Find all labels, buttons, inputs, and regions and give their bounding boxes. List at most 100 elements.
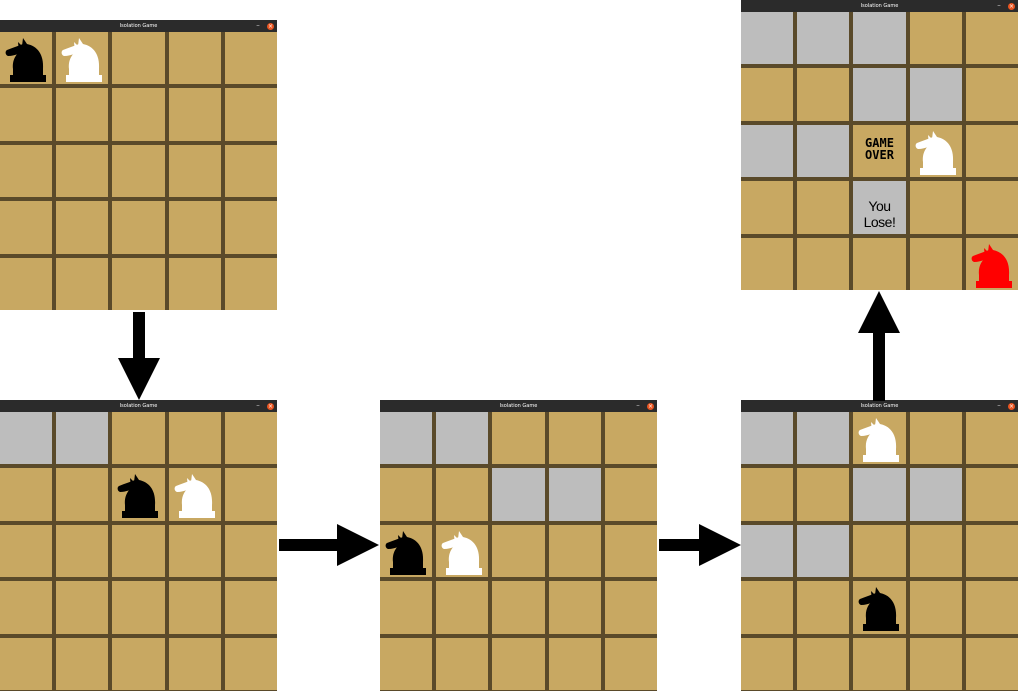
board-cell[interactable]	[56, 581, 109, 634]
board-cell[interactable]	[112, 32, 165, 85]
board-cell[interactable]	[548, 637, 601, 690]
board-cell[interactable]	[797, 524, 850, 578]
board-cell[interactable]	[380, 637, 433, 690]
board-cell[interactable]	[909, 181, 962, 234]
board-cell[interactable]	[224, 88, 277, 141]
board-cell[interactable]	[436, 637, 489, 690]
board-cell[interactable]	[853, 581, 906, 634]
board-cell[interactable]	[797, 181, 850, 234]
board-cell[interactable]	[168, 257, 221, 310]
board-cell[interactable]	[853, 637, 906, 690]
board-cell[interactable]	[380, 581, 433, 634]
board-cell[interactable]	[797, 237, 850, 290]
board-cell[interactable]	[168, 468, 221, 521]
close-button[interactable]: ×	[267, 23, 274, 30]
board-cell[interactable]	[0, 144, 53, 198]
board-cell[interactable]	[604, 412, 657, 465]
board-cell[interactable]	[224, 201, 277, 254]
board-cell[interactable]	[168, 412, 221, 465]
close-button[interactable]: ×	[267, 403, 274, 410]
minimize-button[interactable]: –	[636, 401, 640, 409]
board-cell[interactable]	[0, 201, 53, 254]
board-cell[interactable]	[168, 581, 221, 634]
board-cell[interactable]	[0, 257, 53, 310]
board-cell[interactable]	[56, 524, 109, 578]
board-cell[interactable]	[853, 412, 906, 465]
board-cell[interactable]	[112, 257, 165, 310]
board-cell[interactable]	[0, 581, 53, 634]
board-cell[interactable]	[492, 412, 545, 465]
board-cell[interactable]	[853, 468, 906, 521]
board-cell[interactable]	[909, 68, 962, 121]
board-cell[interactable]	[909, 468, 962, 521]
board-cell[interactable]	[224, 144, 277, 198]
board-cell[interactable]	[168, 88, 221, 141]
board-cell[interactable]	[112, 412, 165, 465]
board-cell[interactable]	[548, 468, 601, 521]
board-cell[interactable]	[797, 637, 850, 690]
board-cell[interactable]	[0, 32, 53, 85]
board-cell[interactable]	[741, 68, 794, 121]
board-cell[interactable]	[741, 412, 794, 465]
board-cell[interactable]	[492, 468, 545, 521]
board-cell[interactable]	[56, 88, 109, 141]
board-cell[interactable]	[853, 12, 906, 65]
board-cell[interactable]	[380, 468, 433, 521]
board-cell[interactable]	[853, 237, 906, 290]
board-cell[interactable]	[56, 144, 109, 198]
board-cell[interactable]	[0, 637, 53, 690]
board-cell[interactable]	[112, 637, 165, 690]
board-cell[interactable]	[965, 412, 1018, 465]
board-cell[interactable]	[56, 32, 109, 85]
close-button[interactable]: ×	[1008, 3, 1015, 10]
board-cell[interactable]	[797, 468, 850, 521]
board-cell[interactable]	[741, 12, 794, 65]
board-cell[interactable]	[909, 124, 962, 178]
board-cell[interactable]	[112, 88, 165, 141]
board-cell[interactable]	[224, 581, 277, 634]
board-cell[interactable]	[492, 524, 545, 578]
board-cell[interactable]	[112, 468, 165, 521]
board-cell[interactable]	[0, 412, 53, 465]
board-cell[interactable]	[112, 201, 165, 254]
board-cell[interactable]	[168, 144, 221, 198]
close-button[interactable]: ×	[647, 403, 654, 410]
board-cell[interactable]	[853, 68, 906, 121]
board-cell[interactable]	[741, 637, 794, 690]
board-cell[interactable]	[56, 257, 109, 310]
board-cell[interactable]	[741, 524, 794, 578]
board-cell[interactable]	[548, 581, 601, 634]
board-cell[interactable]	[965, 12, 1018, 65]
board-cell[interactable]	[56, 412, 109, 465]
board-cell[interactable]	[56, 201, 109, 254]
board-cell[interactable]	[797, 124, 850, 178]
board-cell[interactable]	[436, 468, 489, 521]
board-cell[interactable]	[965, 124, 1018, 178]
board-cell[interactable]	[168, 637, 221, 690]
board-cell[interactable]	[965, 637, 1018, 690]
board-cell[interactable]	[380, 524, 433, 578]
board-cell[interactable]	[168, 32, 221, 85]
board-cell[interactable]	[604, 468, 657, 521]
board-cell[interactable]	[492, 581, 545, 634]
board-cell[interactable]	[112, 524, 165, 578]
board-cell[interactable]	[548, 524, 601, 578]
board-cell[interactable]	[853, 524, 906, 578]
board-cell[interactable]	[168, 524, 221, 578]
board-cell[interactable]	[965, 68, 1018, 121]
board-cell[interactable]	[741, 124, 794, 178]
minimize-button[interactable]: –	[997, 401, 1001, 409]
board-cell[interactable]	[604, 581, 657, 634]
board-cell[interactable]	[965, 524, 1018, 578]
board-cell[interactable]	[797, 412, 850, 465]
board-cell[interactable]	[797, 68, 850, 121]
board-cell[interactable]	[224, 524, 277, 578]
board-cell[interactable]	[0, 524, 53, 578]
board-cell[interactable]	[224, 257, 277, 310]
minimize-button[interactable]: –	[256, 21, 260, 29]
board-cell[interactable]	[965, 181, 1018, 234]
board-cell[interactable]	[56, 468, 109, 521]
board-cell[interactable]	[168, 201, 221, 254]
board-cell[interactable]	[965, 237, 1018, 290]
